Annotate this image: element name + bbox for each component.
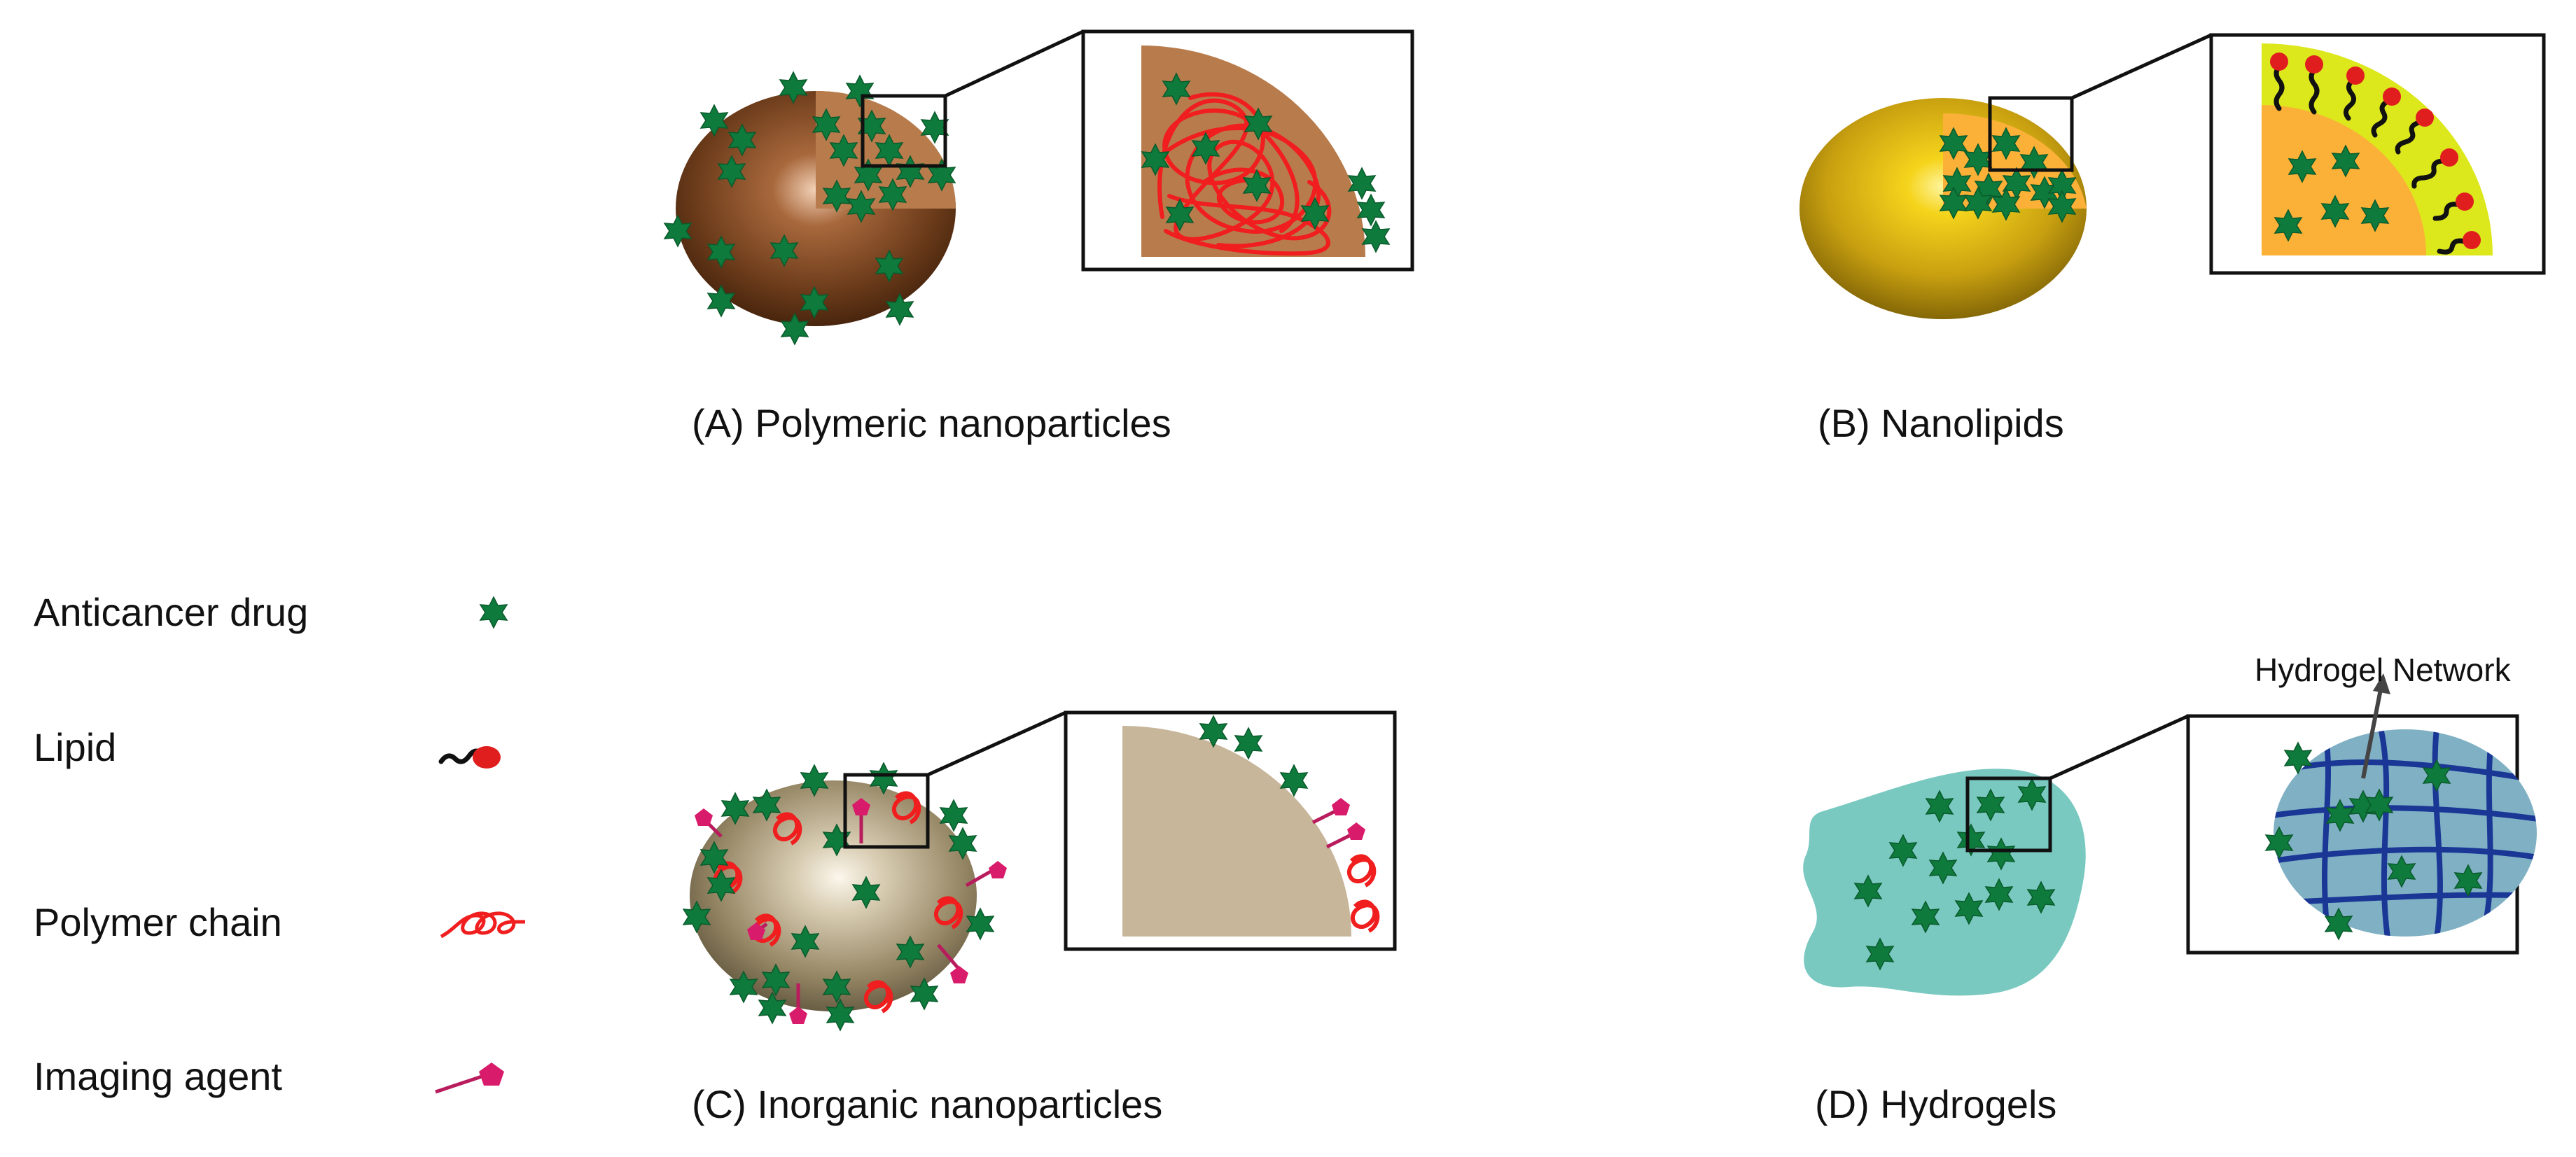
inset-c-quadrant [1122,726,1351,937]
inorganic-polymer-chains [713,791,963,1014]
inset-c-polymer-chains [1346,854,1380,933]
legend-label-imaging-agent: Imaging agent [34,1054,282,1098]
zoom-line-a [944,29,1085,98]
zoom-box-d [1965,776,2052,853]
zoom-line-b [2070,33,2213,100]
panel-c-inorganic-nanoparticle [683,710,1397,1031]
zoom-line-c [926,710,1067,777]
panel-b-nanolipid [1799,33,2546,319]
panel-a-polymeric-nanoparticle [664,29,1414,345]
inset-b-lipid-heads [2270,52,2481,249]
zoom-line-d [2049,714,2189,780]
zoom-box-a [861,94,947,168]
legend-label-lipid: Lipid [34,725,117,769]
network-arrow-line [2361,689,2383,779]
legend-label-polymer-chain: Polymer chain [34,900,282,944]
polymer-chain-icon [440,911,525,939]
lipid-icon [438,746,501,769]
hydrogel-blob [1803,769,2086,996]
legend-icons [435,596,525,1094]
caption-panel-b: (B) Nanolipids [1818,401,2064,445]
inset-b-lipid-tails [2274,64,2467,255]
panel-d-hydrogel [1803,673,2537,996]
network-arrow-head [2373,673,2390,694]
legend-label-anticancer-drug: Anticancer drug [34,590,309,634]
zoom-box-b [1988,96,2074,172]
star-icon [480,596,508,629]
caption-panel-d: (D) Hydrogels [1815,1082,2057,1126]
hydrogel-network-ellipse [2274,729,2537,937]
inorganic-imaging-agents [695,798,1007,1024]
caption-panel-a: (A) Polymeric nanoparticles [692,401,1171,445]
imaging-agent-icon [435,1063,504,1094]
inset-c-imaging-agents [1311,798,1365,849]
zoom-box-c [843,773,930,849]
hydrogel-network-label: Hydrogel Network [2255,652,2511,688]
caption-panel-c: (C) Inorganic nanoparticles [692,1082,1163,1126]
